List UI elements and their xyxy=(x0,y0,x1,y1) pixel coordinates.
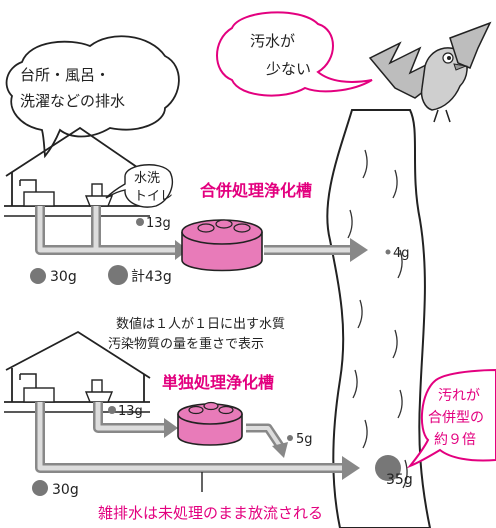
combined-tank-title: 合併処理浄化槽 xyxy=(200,181,312,200)
single-river-dot xyxy=(375,455,401,481)
bird-speech-bubble: 汚水が 少ない xyxy=(216,11,373,97)
combined-outflow-amount: 4g xyxy=(393,246,410,261)
right-speech-bubble: 汚れが 合併型の 約９倍 xyxy=(406,368,496,469)
bird-speech-line-1: 汚水が xyxy=(250,32,295,50)
septic-tank-icon xyxy=(181,219,263,272)
house-speech-bubble: 台所・風呂・ 洗濯などの排水 xyxy=(5,35,180,159)
combined-total-dot xyxy=(108,265,128,285)
single-outflow-arrow xyxy=(246,423,288,458)
bird-speech-line-2: 少ない xyxy=(266,60,311,78)
note-line-1: 数値は１人が１日に出す水質 xyxy=(116,316,285,332)
right-speech-line-2: 合併型の xyxy=(428,410,484,426)
bird-icon xyxy=(368,21,492,123)
single-outflow-amount: 5g xyxy=(296,432,313,447)
toilet-label-line-2: トイレ xyxy=(134,189,173,204)
pollutant-dot-icon xyxy=(136,218,144,226)
single-grey-pipe xyxy=(35,402,360,492)
single-toilet-pipe xyxy=(93,402,178,438)
toilet-icon-single xyxy=(84,379,114,403)
septic-tank-icon-single xyxy=(177,401,243,446)
note-line-2: 汚染物質の量を重さで表示 xyxy=(108,336,264,352)
single-toilet-amount: 13g xyxy=(118,404,143,419)
single-outflow-dot xyxy=(287,435,293,441)
right-speech-line-1: 汚れが xyxy=(438,388,480,404)
house-speech-line-1: 台所・風呂・ xyxy=(20,66,110,84)
house-speech-line-2: 洗濯などの排水 xyxy=(20,92,125,110)
combined-total-amount: 計43g xyxy=(131,269,172,285)
combined-grey-dot xyxy=(30,268,46,284)
combined-toilet-amount: 13g xyxy=(146,216,171,231)
river-icon xyxy=(326,109,432,528)
combined-pipes xyxy=(35,206,188,260)
faucet-icon xyxy=(19,179,55,207)
right-speech-line-3: 約９倍 xyxy=(434,432,476,448)
single-grey-dot xyxy=(32,480,48,496)
single-toilet-dot xyxy=(108,406,116,414)
toilet-label-bubble: 水洗 トイレ xyxy=(105,164,173,208)
single-tank-title: 単独処理浄化槽 xyxy=(162,373,274,392)
toilet-label-line-1: 水洗 xyxy=(134,171,160,186)
single-grey-amount: 30g xyxy=(52,482,79,498)
single-caption: 雑排水は未処理のまま放流される xyxy=(98,504,323,522)
faucet-icon-single xyxy=(19,373,55,403)
combined-outflow-dot xyxy=(385,249,391,255)
combined-grey-amount: 30g xyxy=(50,269,77,285)
toilet-icon xyxy=(84,183,114,207)
combined-outflow-arrow xyxy=(264,238,368,262)
single-river-amount: 35g xyxy=(386,472,413,488)
